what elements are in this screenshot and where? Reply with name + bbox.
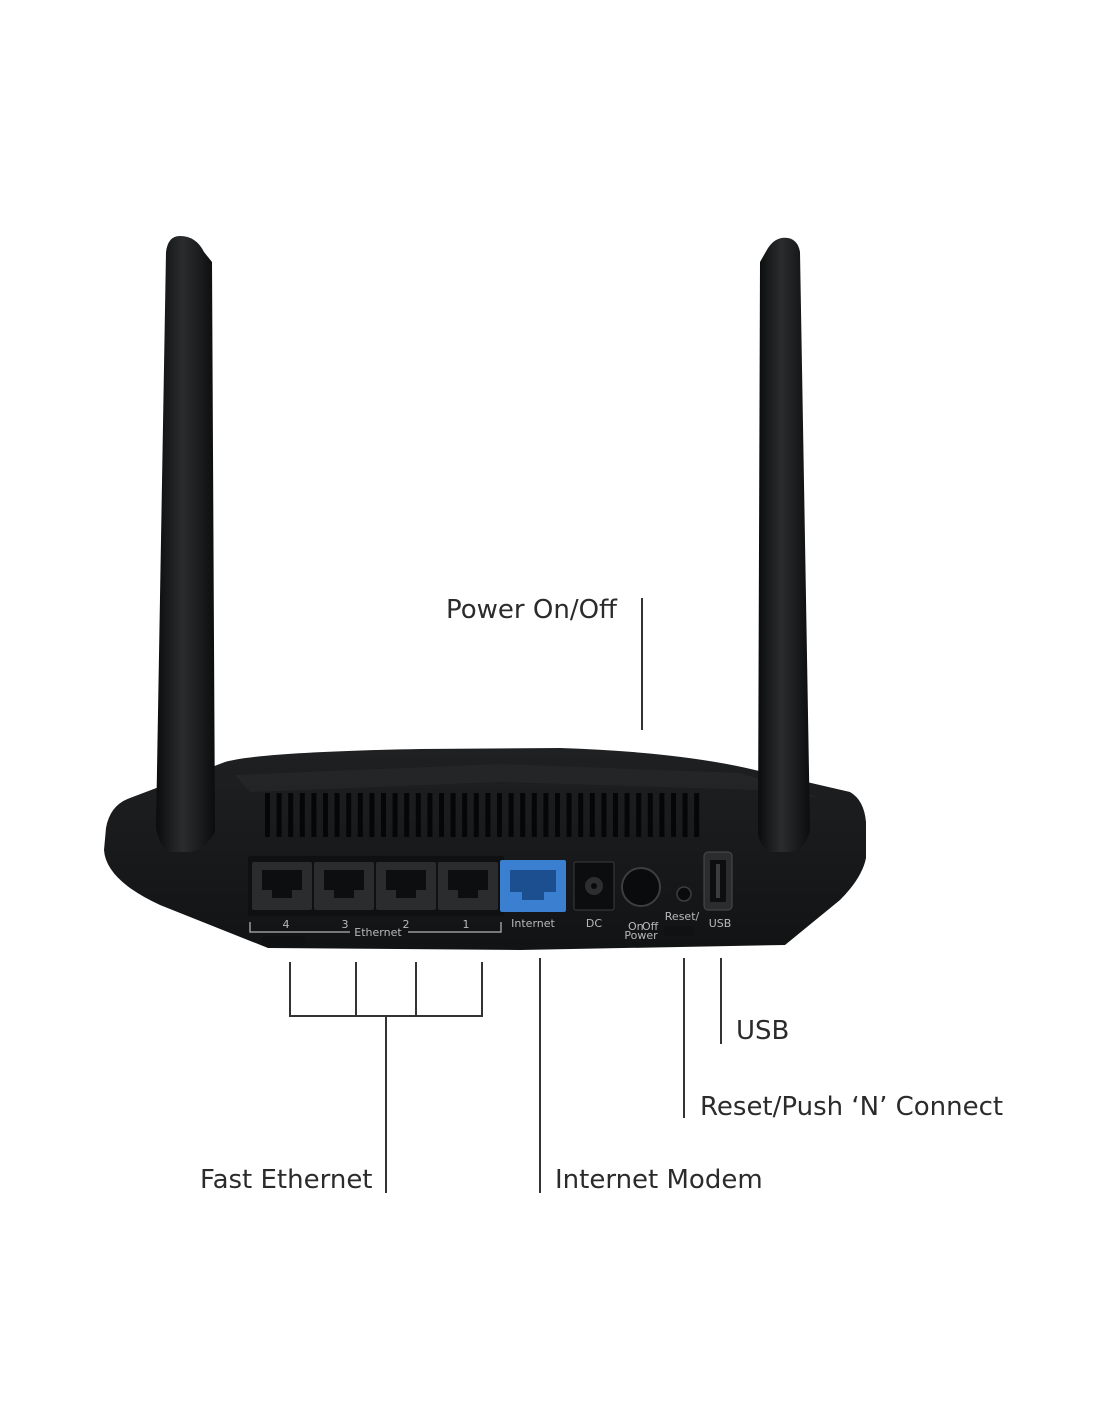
leader-ethernet <box>289 962 483 1193</box>
leader-lines <box>289 598 722 1193</box>
callout-internet: Internet Modem <box>555 1165 763 1195</box>
vent-slot <box>462 793 468 837</box>
on-label: On <box>628 920 644 933</box>
vent-slot <box>473 793 479 837</box>
vent-slot <box>566 793 572 837</box>
vent-slot <box>636 793 642 837</box>
vent-slot <box>671 793 676 837</box>
callout-ethernet: Fast Ethernet <box>200 1165 373 1195</box>
vent-slot <box>427 793 433 837</box>
vent-slot <box>531 793 537 837</box>
vent-slot <box>381 793 386 837</box>
vent-slot <box>613 793 618 837</box>
ethernet-group-label: Ethernet <box>354 926 402 939</box>
left-antenna <box>156 236 215 852</box>
ethernet-ports: 4 3 2 1 Ethernet <box>249 862 502 939</box>
dc-label: DC <box>586 917 602 930</box>
vent-slot <box>323 793 328 837</box>
vent-slot <box>694 793 700 837</box>
vent-slot <box>404 793 410 837</box>
off-label: Off <box>642 920 659 933</box>
callout-reset: Reset/Push ‘N’ Connect <box>700 1092 1004 1122</box>
vent-slot <box>450 793 456 837</box>
vent-slot <box>357 793 363 837</box>
vent-slot <box>265 793 270 837</box>
vent-slot <box>520 793 526 837</box>
vent-slot <box>601 793 607 837</box>
vent-slot <box>369 793 375 837</box>
power-label: Power <box>624 929 658 942</box>
vent-slot <box>485 793 491 837</box>
vent-slot <box>647 793 653 837</box>
vent-slot <box>578 793 584 837</box>
callout-power: Power On/Off <box>446 595 617 625</box>
vent-slot <box>555 793 560 837</box>
port-4-label: 4 <box>283 918 290 931</box>
ethernet-port-4 <box>252 862 312 910</box>
vent-slot <box>543 793 549 837</box>
vent-grille <box>265 793 700 837</box>
vent-slot <box>288 793 294 837</box>
vent-slot <box>624 793 630 837</box>
vent-slot <box>299 793 305 837</box>
vent-slot <box>682 793 688 837</box>
ethernet-port-2 <box>376 862 436 910</box>
vent-slot <box>276 793 282 837</box>
power-button: On Off Power <box>621 867 661 942</box>
vent-slot <box>659 793 665 837</box>
vent-slot <box>415 793 421 837</box>
dc-power-jack: DC <box>573 861 615 930</box>
vent-slot <box>392 793 398 837</box>
port-2-label: 2 <box>403 918 410 931</box>
left-foot <box>262 936 306 946</box>
vent-slot <box>589 793 595 837</box>
usb-port: USB <box>703 851 733 930</box>
port-1-label: 1 <box>463 918 470 931</box>
router-body <box>104 748 866 950</box>
vent-slot <box>508 793 514 837</box>
vent-slot <box>497 793 502 837</box>
internet-port: Internet <box>500 860 566 930</box>
vent-slot <box>346 793 352 837</box>
right-foot <box>664 926 694 936</box>
vent-slot <box>334 793 340 837</box>
ethernet-port-1 <box>438 862 498 910</box>
right-antenna <box>758 237 810 852</box>
ethernet-port-3 <box>314 862 374 910</box>
usb-label: USB <box>709 917 732 930</box>
internet-port-label: Internet <box>511 917 555 930</box>
reset-button: Reset/ <box>665 886 700 923</box>
port-3-label: 3 <box>342 918 349 931</box>
vent-slot <box>439 793 444 837</box>
reset-label: Reset/ <box>665 910 700 923</box>
vent-slot <box>311 793 317 837</box>
callout-usb: USB <box>736 1016 790 1046</box>
